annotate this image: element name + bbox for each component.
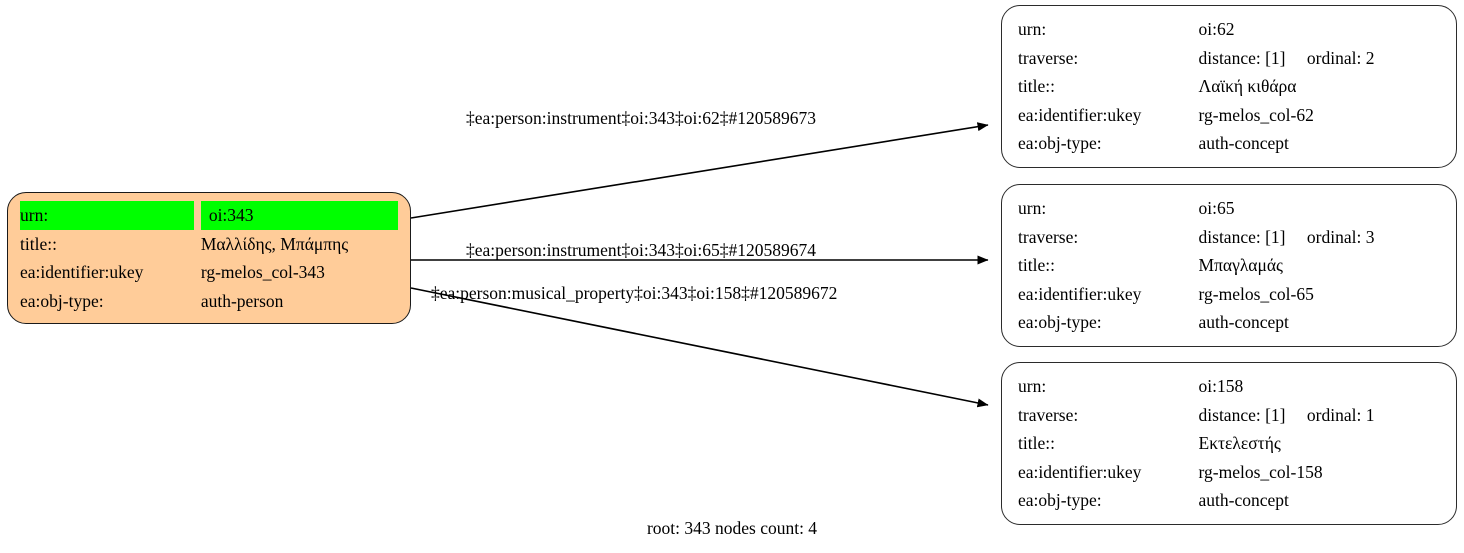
row-value: Λαϊκή κιθάρα [1198, 76, 1297, 97]
node-oi65[interactable]: urn: oi:65 traverse: distance: [1] ordin… [1001, 184, 1457, 347]
node-oi65-rows: urn: oi:65 traverse: distance: [1] ordin… [1018, 194, 1442, 337]
row-value: distance: [1] ordinal: 2 [1199, 44, 1442, 73]
table-row: ea:identifier:ukey rg-melos_col-343 [20, 258, 398, 287]
row-value: auth-concept [1198, 490, 1289, 511]
row-value: Μαλλίδης, Μπάμπης [200, 233, 349, 254]
row-value: Εκτελεστής [1198, 433, 1281, 454]
node-oi62[interactable]: urn: oi:62 traverse: distance: [1] ordin… [1001, 5, 1457, 168]
table-row: urn: oi:62 [1018, 15, 1442, 44]
edge-label-person-musical-property-oi158: ‡ea:person:musical_property‡oi:343‡oi:15… [431, 283, 838, 303]
traverse-distance: distance: [1] [1198, 226, 1286, 247]
table-row: ea:obj-type: auth-person [20, 287, 398, 316]
table-row: urn: oi:65 [1018, 194, 1442, 223]
row-key: ea:identifier:ukey [1018, 283, 1142, 304]
table-row: ea:identifier:ukey rg-melos_col-65 [1018, 280, 1442, 309]
row-value: oi:62 [1198, 19, 1235, 39]
table-row: title:: Μαλλίδης, Μπάμπης [20, 230, 398, 259]
row-key: traverse: [1018, 47, 1079, 68]
node-oi158[interactable]: urn: oi:158 traverse: distance: [1] ordi… [1001, 362, 1457, 525]
row-key: ea:obj-type: [1018, 312, 1102, 333]
node-root-rows: urn: oi:343 title:: Μαλλίδης, Μπάμπης ea… [20, 201, 398, 315]
node-oi158-rows: urn: oi:158 traverse: distance: [1] ordi… [1018, 372, 1442, 515]
table-row: ea:obj-type: auth-concept [1018, 308, 1442, 337]
row-key: urn: [1018, 19, 1047, 39]
table-row: ea:obj-type: auth-concept [1018, 486, 1442, 515]
edge-label-person-instrument-oi62: ‡ea:person:instrument‡oi:343‡oi:62‡#1205… [466, 108, 816, 128]
row-value: distance: [1] ordinal: 3 [1199, 223, 1442, 252]
row-key: urn: [1018, 376, 1047, 396]
table-row: traverse: distance: [1] ordinal: 2 [1018, 44, 1442, 73]
traverse-ordinal: ordinal: 2 [1306, 47, 1375, 68]
row-key: title:: [20, 233, 57, 254]
row-value: rg-melos_col-343 [200, 262, 325, 283]
row-gap [194, 258, 201, 287]
table-row: ea:identifier:ukey rg-melos_col-62 [1018, 101, 1442, 130]
table-row: title:: Εκτελεστής [1018, 429, 1442, 458]
traverse-ordinal: ordinal: 3 [1306, 226, 1375, 247]
graph-caption: root: 343 nodes count: 4 [646, 518, 818, 538]
row-value: oi:343 [200, 201, 398, 230]
edge-root-to-oi62 [410, 122, 989, 219]
row-key: ea:identifier:ukey [20, 262, 144, 283]
table-row: ea:identifier:ukey rg-melos_col-158 [1018, 458, 1442, 487]
row-gap [193, 201, 201, 230]
row-value: rg-melos_col-65 [1198, 283, 1314, 304]
table-row: traverse: distance: [1] ordinal: 3 [1018, 223, 1442, 252]
table-row: traverse: distance: [1] ordinal: 1 [1018, 401, 1442, 430]
row-gap [194, 287, 201, 316]
row-key: urn: [20, 201, 194, 230]
row-key: ea:identifier:ukey [1018, 461, 1142, 482]
traverse-distance: distance: [1] [1198, 404, 1286, 425]
edge-root-to-oi158 [410, 287, 989, 408]
row-value: rg-melos_col-62 [1198, 104, 1314, 125]
row-key: ea:obj-type: [1018, 490, 1102, 511]
row-value: auth-person [200, 290, 284, 311]
edge-label-person-instrument-oi65: ‡ea:person:instrument‡oi:343‡oi:65‡#1205… [466, 240, 816, 260]
node-root-oi343[interactable]: urn: oi:343 title:: Μαλλίδης, Μπάμπης ea… [7, 192, 411, 325]
table-row: title:: Λαϊκή κιθάρα [1018, 72, 1442, 101]
row-value: distance: [1] ordinal: 1 [1199, 401, 1442, 430]
traverse-distance: distance: [1] [1198, 47, 1286, 68]
node-oi62-rows: urn: oi:62 traverse: distance: [1] ordin… [1018, 15, 1442, 158]
row-key: traverse: [1018, 226, 1079, 247]
row-key: title:: [1018, 255, 1055, 276]
traverse-ordinal: ordinal: 1 [1306, 404, 1375, 425]
table-row: title:: Μπαγλαμάς [1018, 251, 1442, 280]
row-value: rg-melos_col-158 [1198, 461, 1323, 482]
row-key: urn: [1018, 198, 1047, 218]
row-value: oi:65 [1198, 198, 1235, 218]
row-value: oi:158 [1198, 376, 1244, 396]
row-key: traverse: [1018, 404, 1079, 425]
row-key: ea:obj-type: [1018, 133, 1102, 154]
row-gap [194, 230, 201, 259]
row-key: ea:obj-type: [20, 290, 104, 311]
row-value: auth-concept [1198, 133, 1289, 154]
table-row: urn: oi:343 [20, 201, 398, 230]
row-value: auth-concept [1198, 312, 1289, 333]
row-key: title:: [1018, 433, 1055, 454]
table-row: urn: oi:158 [1018, 372, 1442, 401]
table-row: ea:obj-type: auth-concept [1018, 129, 1442, 158]
row-value: Μπαγλαμάς [1198, 255, 1283, 276]
row-key: ea:identifier:ukey [1018, 104, 1142, 125]
row-key: title:: [1018, 76, 1055, 97]
